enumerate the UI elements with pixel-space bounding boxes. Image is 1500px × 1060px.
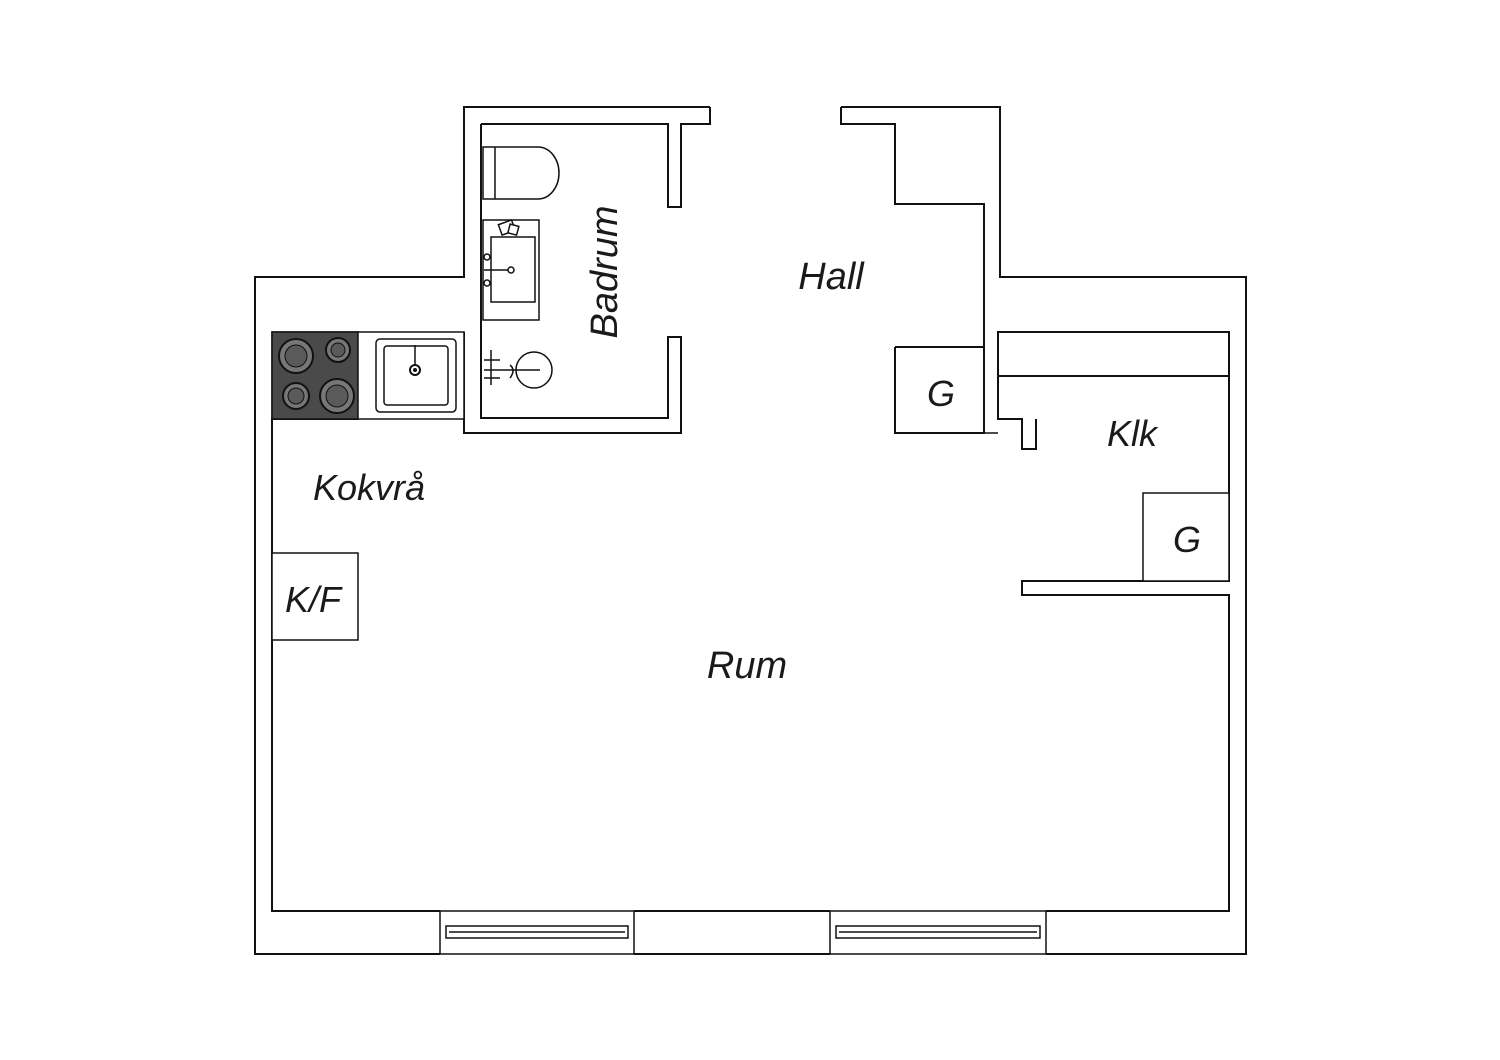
stove [271,331,359,420]
kitchen-sink [375,338,457,413]
bathroom-walls [463,124,682,434]
room-label-hall: Hall [798,256,865,298]
room-label-kokvra: Kokvrå [313,467,425,508]
room-label-klk: Klk [1107,413,1159,454]
window-left [439,910,635,955]
toilet [482,146,560,200]
klk-wardrobe [998,375,1230,582]
shower [484,350,553,389]
fixture-label-kf: K/F [285,579,343,620]
room-label-rum: Rum [707,645,787,687]
outer-walls [254,106,1247,955]
hall-wardrobe [895,346,998,434]
room-label-badrum: Badrum [584,205,626,338]
entrance [481,107,985,434]
bathroom-sink [482,219,540,321]
kitchen-counter [271,331,465,420]
window-right [829,910,1047,955]
wardrobe-label-klk: G [1173,519,1201,560]
wardrobe-label-hall: G [927,373,955,414]
fridge [271,552,359,641]
